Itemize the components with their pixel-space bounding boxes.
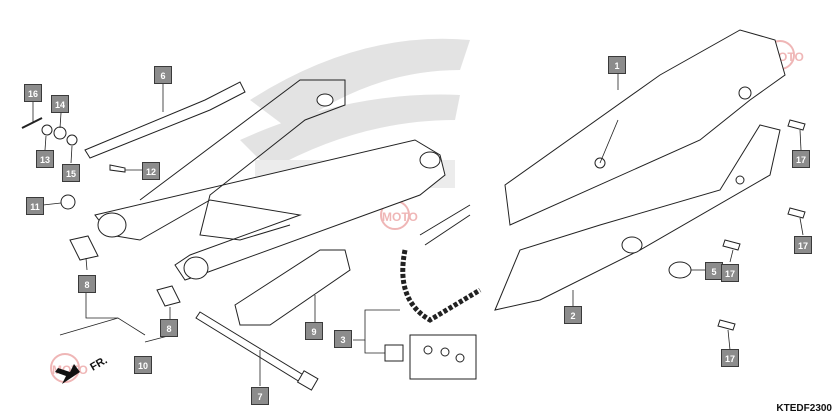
callout-15: 15: [62, 164, 80, 182]
callout-17-c: 17: [721, 264, 739, 282]
part-3-drive-chain: [400, 249, 482, 323]
part-5-cap: [668, 261, 692, 279]
part-9-chain-slider: [234, 249, 351, 326]
callout-1: 1: [608, 56, 626, 74]
callout-14: 14: [51, 95, 69, 113]
part-14-washer: [53, 126, 67, 140]
part-6-strap: [84, 81, 246, 159]
front-direction-arrow: [55, 364, 80, 384]
callout-17-d: 17: [721, 349, 739, 367]
diagram-code: KTEDF2300: [776, 403, 832, 414]
callout-17-b: 17: [794, 236, 812, 254]
part-15-washer: [66, 134, 78, 146]
part-16-pin: [21, 117, 43, 129]
callout-11: 11: [26, 197, 44, 215]
callout-9: 9: [305, 322, 323, 340]
part-17-bolt-a: [787, 119, 806, 131]
callout-8-upper: 8: [78, 275, 96, 293]
part-3-master-link-box: [409, 334, 477, 380]
part-3-subitem-box: [384, 344, 404, 362]
callout-2: 2: [564, 306, 582, 324]
part-13-nut: [41, 124, 53, 136]
swingarm: [94, 79, 446, 281]
callout-8-lower: 8: [160, 319, 178, 337]
callout-13: 13: [36, 150, 54, 168]
part-1-chain-case: [504, 29, 786, 226]
callout-12: 12: [142, 162, 160, 180]
part-8-bushing-b: [156, 285, 181, 307]
callout-17-a: 17: [792, 150, 810, 168]
leader-lines: [32, 65, 804, 386]
part-12-bolt: [109, 164, 126, 173]
callout-7: 7: [251, 387, 269, 405]
part-11-nut: [60, 194, 76, 210]
part-17-bolt-c: [722, 239, 741, 251]
svg-text:MOTO: MOTO: [382, 210, 418, 224]
part-7-bolt-head: [296, 370, 319, 391]
part-17-bolt-b: [787, 207, 806, 219]
callout-6: 6: [154, 66, 172, 84]
callout-16: 16: [24, 84, 42, 102]
callout-3: 3: [334, 330, 352, 348]
part-2-chain-guard: [494, 124, 781, 311]
callout-10: 10: [134, 356, 152, 374]
part-8-bushing-a: [69, 235, 99, 261]
part-17-bolt-d: [717, 319, 736, 331]
